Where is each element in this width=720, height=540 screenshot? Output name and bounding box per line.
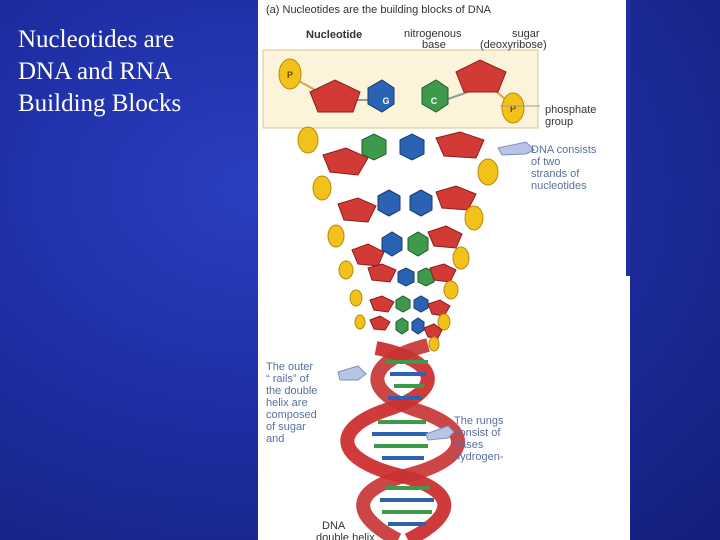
slide-title-line-1: Nucleotides are: [18, 26, 175, 53]
phosphate-letter-1: P: [287, 70, 293, 80]
slide-title-line-3: Building Blocks: [18, 90, 182, 117]
helix-ladder-row-4: [338, 260, 459, 300]
figure-heading: (a) Nucleotides are the building blocks …: [266, 4, 492, 16]
dna-figure: G C P P: [258, 0, 630, 540]
dna-illustration: G C P P: [262, 49, 540, 540]
sugar-2: [455, 59, 507, 93]
slide-title-line-2: DNA and RNA: [18, 58, 173, 85]
base-letter-g: G: [382, 96, 389, 106]
callout-hand-2: [337, 365, 367, 381]
phosphate-1: [278, 58, 302, 90]
base-g-1: [367, 79, 395, 113]
helix-ladder-row-6: [354, 314, 443, 352]
base-c-1: [421, 79, 449, 113]
nucleotide-label: Nucleotide: [306, 29, 363, 41]
phosphate-2: [501, 92, 525, 124]
helix-ladder-row-3: [327, 224, 470, 270]
phosphate-group-label: phosphate group: [545, 104, 597, 128]
outer-rails-label: The outer “ rails” of the double helix a…: [266, 361, 318, 445]
slide-title: Nucleotides are DNA and RNA Building Blo…: [18, 24, 248, 120]
base-letter-c: C: [431, 96, 438, 106]
dna-double-helix-label: DNA double helix: [316, 520, 375, 540]
callout-hand-1: [497, 141, 535, 156]
phosphate-letter-2: P: [510, 104, 516, 114]
callout-hand-3: [425, 425, 455, 441]
sugar-label: sugar (deoxyribose): [480, 28, 547, 51]
helix-ladder-row-5: [349, 289, 451, 331]
dna-consists-label: DNA consists of two strands of nucleotid…: [531, 144, 597, 192]
helix-ladder-row-1: [297, 126, 499, 186]
sugar-1: [309, 79, 361, 113]
helix-ladder-row-2: [312, 175, 484, 231]
figure-notch: [626, 0, 630, 276]
rungs-label: The rungs consist of bases hydrogen-: [454, 415, 504, 463]
double-helix: [340, 338, 465, 540]
nitrogenous-base-label: nitrogenous base: [404, 28, 462, 51]
